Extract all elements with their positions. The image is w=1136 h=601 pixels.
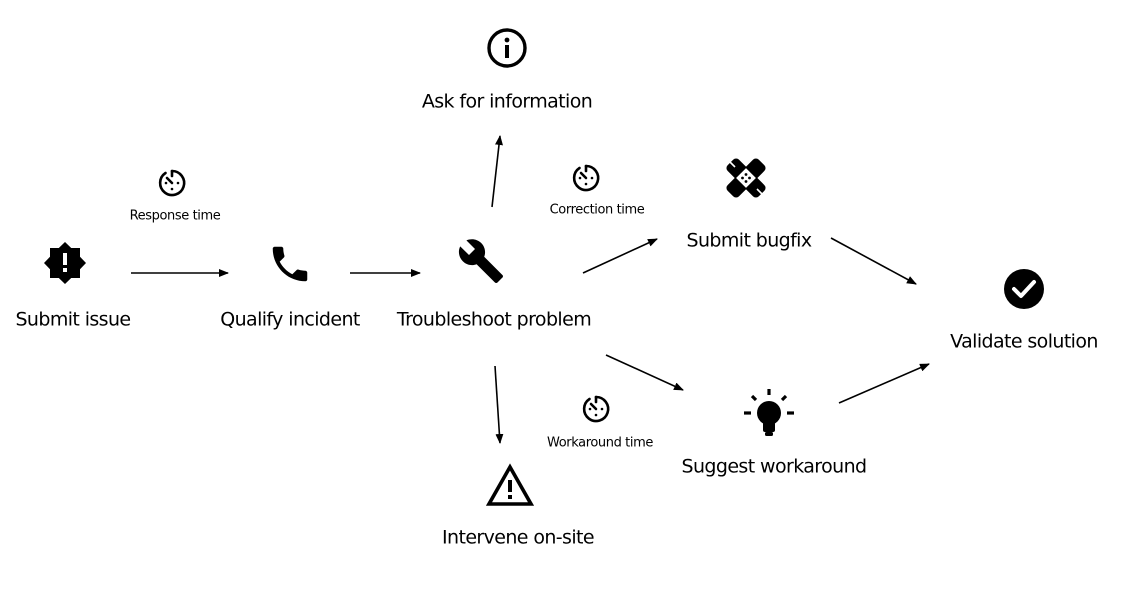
lightbulb-icon [741,385,797,441]
info-icon [486,27,528,69]
edge-troubleshoot-problem-to-suggest-workaround [605,354,684,391]
alert-badge-icon [42,240,88,286]
node-label-submit-bugfix: Submit bugfix [686,229,812,252]
timer-label-correction-time: Correction time [549,202,645,218]
node-label-ask-for-information: Ask for information [421,90,593,113]
edge-troubleshoot-problem-to-submit-bugfix [582,238,658,274]
edge-troubleshoot-problem-to-intervene-on-site [494,365,504,444]
edge-troubleshoot-problem-to-ask-for-information [491,135,503,208]
timer-label-workaround-time: Workaround time [547,435,653,451]
edge-submit-bugfix-to-validate-solution [830,237,917,285]
phone-icon [267,241,313,287]
node-label-submit-issue: Submit issue [15,308,131,331]
warning-icon [485,463,535,509]
node-label-troubleshoot-problem: Troubleshoot problem [396,308,592,331]
timer-icon [157,168,187,198]
node-label-intervene-on-site: Intervene on-site [442,526,595,549]
node-label-validate-solution: Validate solution [950,330,1098,353]
timer-icon [571,163,601,193]
timer-label-response-time: Response time [129,208,221,224]
edge-suggest-workaround-to-validate-solution [838,363,930,404]
check-circle-icon [1003,268,1045,310]
wrench-icon [457,237,505,285]
timer-icon [581,394,611,424]
bandage-icon [722,154,770,202]
node-label-suggest-workaround: Suggest workaround [681,455,868,478]
node-label-qualify-incident: Qualify incident [220,308,360,331]
